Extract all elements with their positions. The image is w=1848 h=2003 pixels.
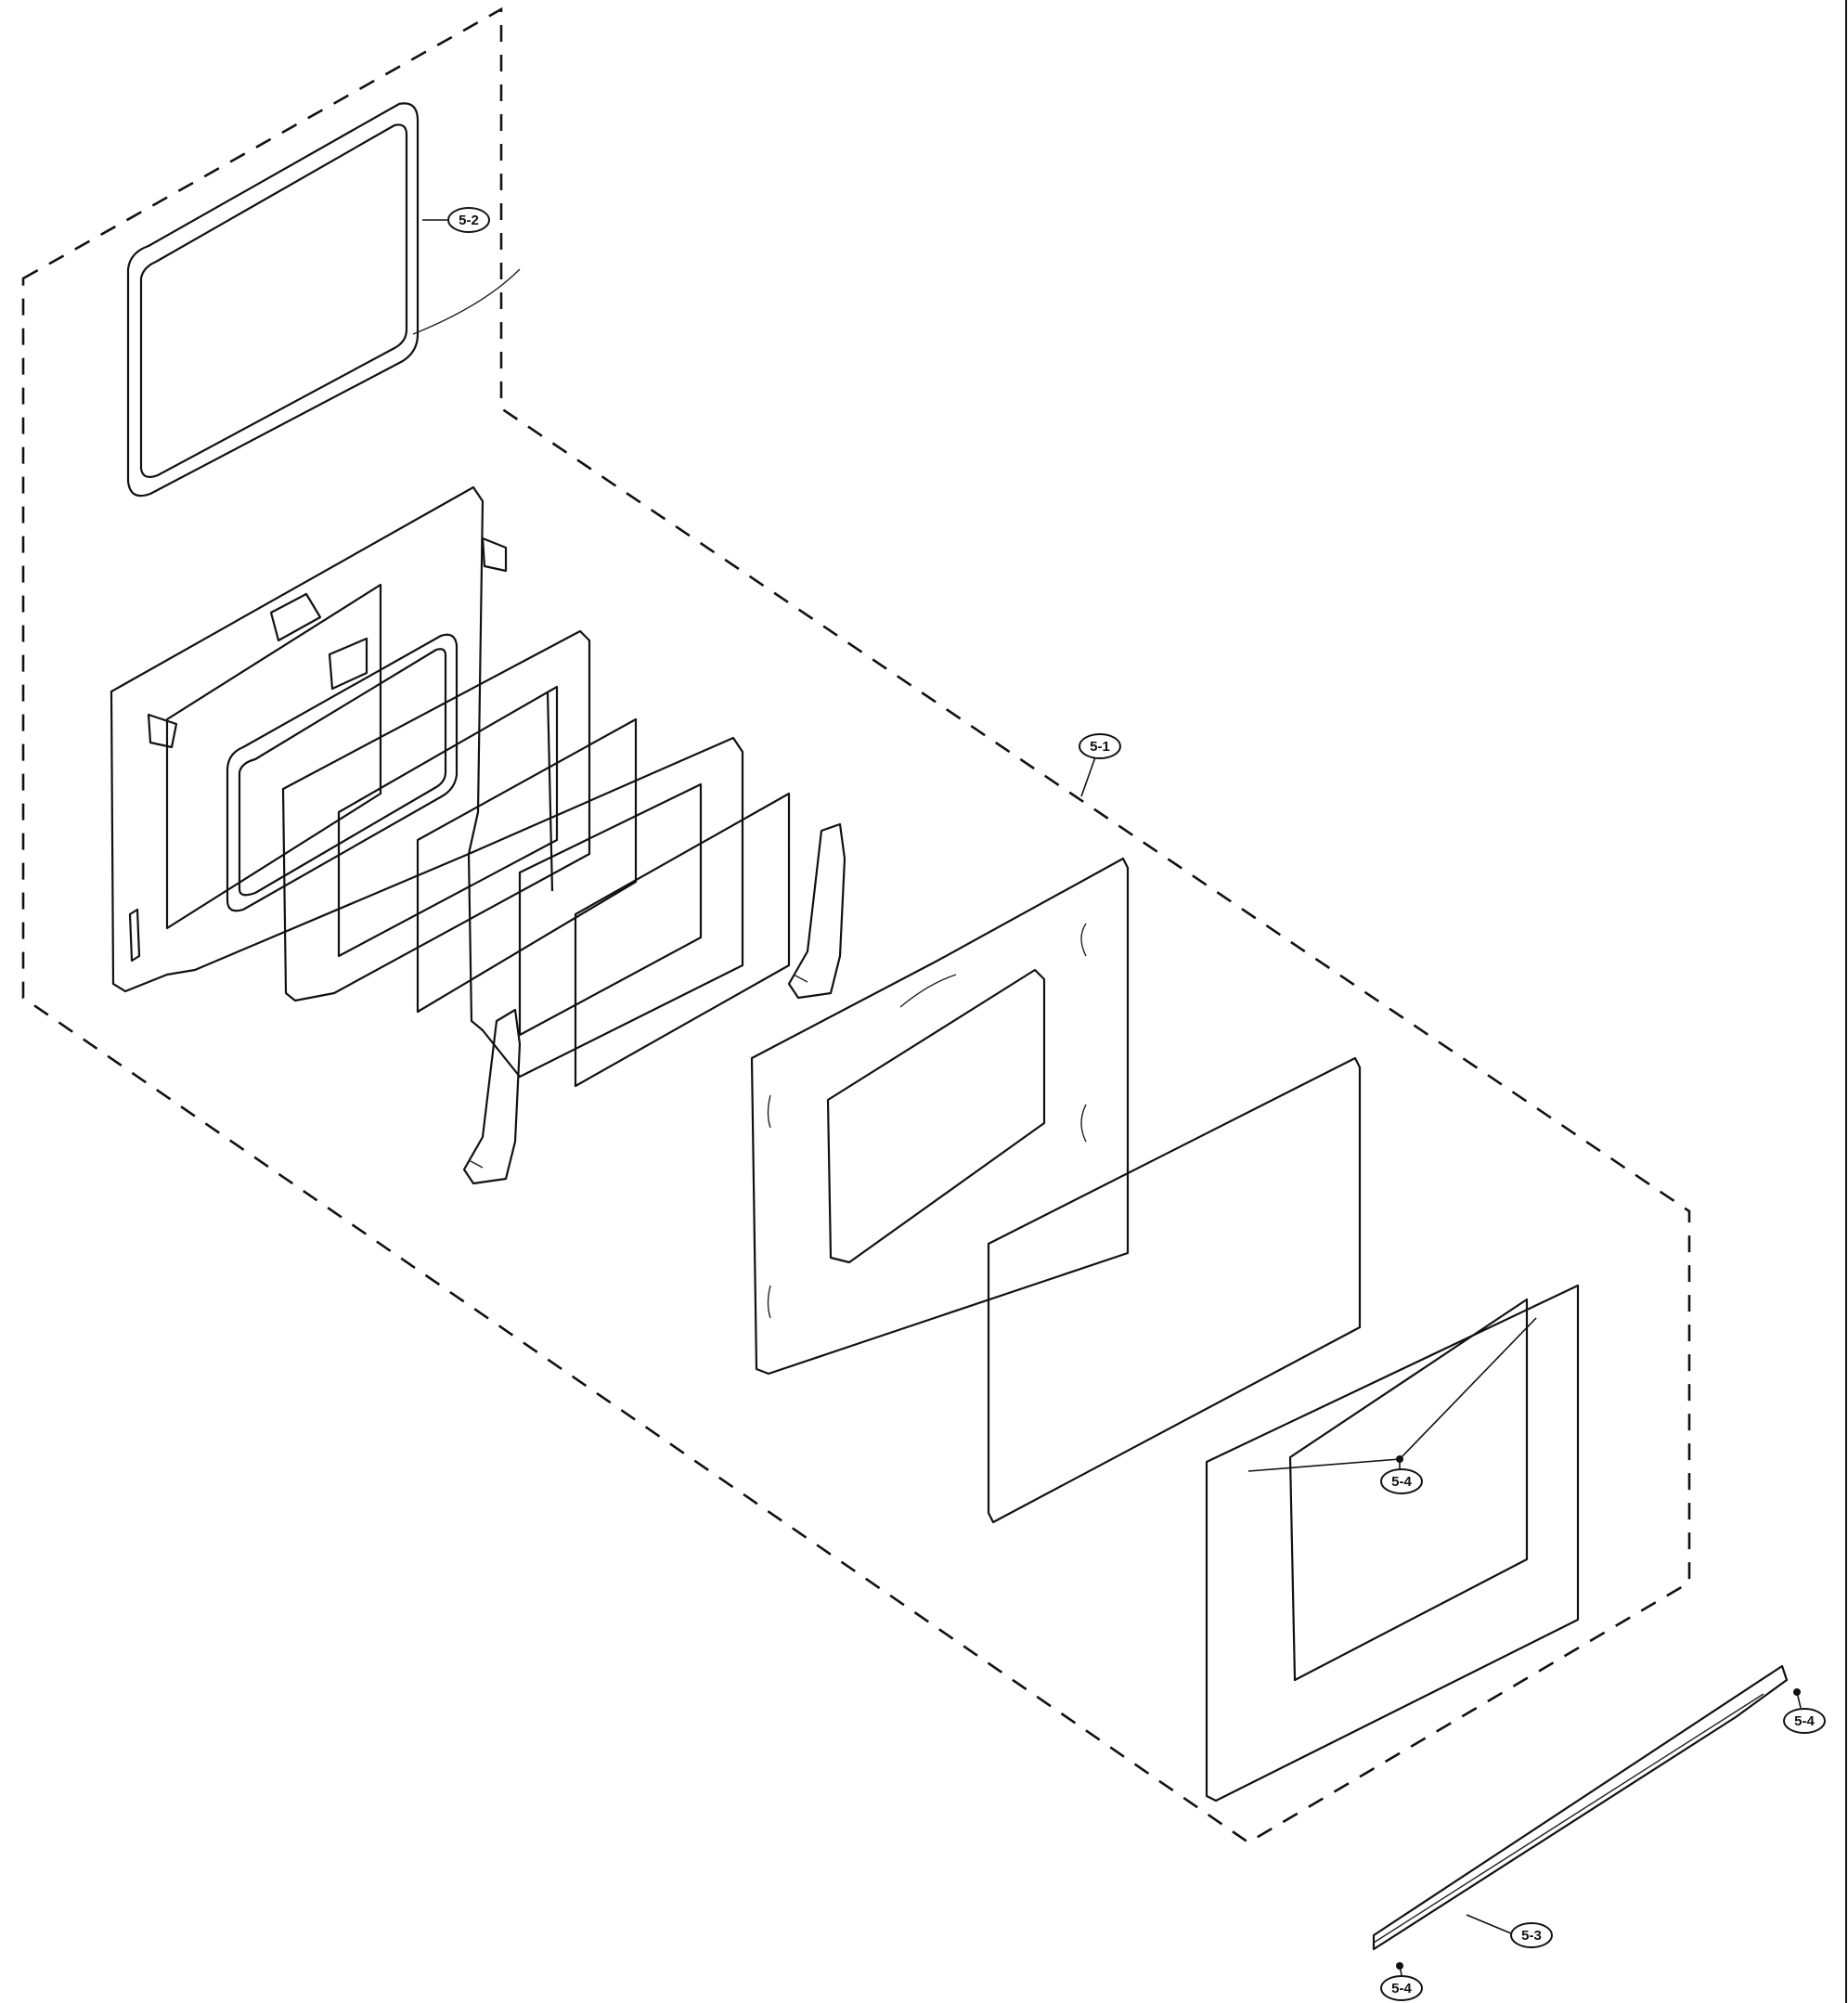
door-handle [1372, 1664, 1789, 1951]
door-hinge-right [787, 822, 846, 1000]
callout-5-4-handle-right: 5-4 [1783, 1708, 1826, 1734]
door-cover [1205, 1284, 1580, 1803]
assembly-boundary-dashed [21, 6, 1691, 1844]
door-frame [281, 629, 591, 1002]
svg-text:5-4: 5-4 [1391, 1981, 1412, 1997]
front-glass [987, 1056, 1362, 1524]
svg-text:5-2: 5-2 [459, 213, 479, 228]
glass-panels [416, 717, 791, 1088]
callout-5-3: 5-3 [1510, 1922, 1553, 1948]
callout-5-2: 5-2 [447, 207, 490, 233]
callout-5-1: 5-1 [1079, 733, 1121, 759]
outer-door-panel [750, 857, 1130, 1376]
svg-text:5-1: 5-1 [1090, 739, 1110, 755]
door-hinge-left [462, 1008, 522, 1185]
callout-5-4-door-cover: 5-4 [1380, 1468, 1423, 1494]
svg-text:5-4: 5-4 [1391, 1474, 1412, 1490]
page-border-right [1845, 0, 1847, 2003]
callout-5-4-handle-left: 5-4 [1380, 1975, 1423, 2001]
inner-door-panel [110, 485, 508, 993]
svg-text:5-4: 5-4 [1794, 1713, 1815, 1729]
door-gasket [126, 102, 521, 498]
svg-text:5-3: 5-3 [1521, 1928, 1542, 1944]
